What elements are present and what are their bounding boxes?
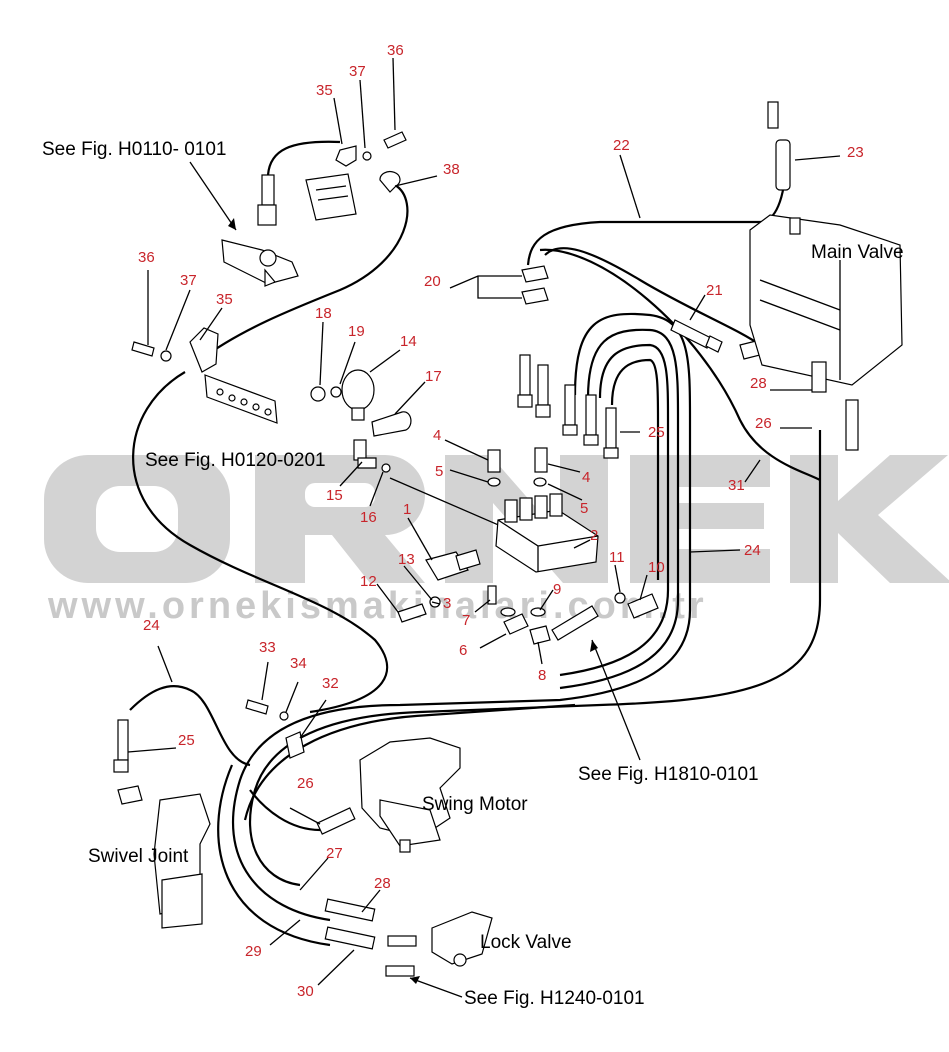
callout-35: 35	[216, 291, 233, 308]
callout-21: 21	[706, 282, 723, 299]
callout-37: 37	[349, 63, 366, 80]
clamp-bracket-top	[305, 131, 407, 221]
callout-18: 18	[315, 305, 332, 322]
callout-28: 28	[374, 875, 391, 892]
leader-lines	[127, 57, 841, 998]
callout-27: 27	[326, 845, 343, 862]
callout-4: 4	[433, 427, 441, 444]
callout-37: 37	[180, 272, 197, 289]
reference-arrowheads	[228, 218, 598, 984]
callout-11: 11	[609, 549, 625, 566]
lower-hose-fittings	[324, 898, 417, 977]
lock-valve-label: Lock Valve	[480, 932, 572, 953]
swivel-joint-label: Swivel Joint	[88, 846, 189, 867]
callout-25: 25	[648, 424, 665, 441]
callout-25: 25	[178, 732, 195, 749]
callout-23: 23	[847, 144, 864, 161]
clamp-bracket-left	[131, 327, 278, 424]
callout-14: 14	[400, 333, 417, 350]
callout-26: 26	[755, 415, 772, 432]
callout-16: 16	[360, 509, 377, 526]
callout-2: 2	[590, 527, 598, 544]
callout-34: 34	[290, 655, 307, 672]
watermark-url: www.ornekismakinalari.com.tr	[47, 585, 708, 627]
reference-h1240[interactable]: See Fig. H1240-0101	[464, 988, 645, 1009]
solenoid-valve	[425, 549, 481, 581]
hoses	[129, 140, 822, 947]
mounting-clip	[371, 411, 412, 437]
callout-4: 4	[582, 469, 590, 486]
elbow-fitting-15	[353, 439, 391, 473]
accumulator	[310, 369, 375, 421]
callout-5: 5	[580, 500, 588, 517]
reference-h0110[interactable]: See Fig. H0110- 0101	[42, 139, 227, 160]
swing-motor-label: Swing Motor	[422, 794, 528, 815]
hose-fitting-26-lower	[316, 807, 356, 835]
callout-38: 38	[443, 161, 460, 178]
callout-32: 32	[322, 675, 339, 692]
callout-10: 10	[648, 559, 665, 576]
watermark: www.ornekismakinalari.com.tr	[44, 455, 949, 627]
callout-20: 20	[424, 273, 441, 290]
swivel-joint-body	[113, 719, 211, 929]
main-valve-body	[749, 214, 903, 451]
callout-29: 29	[245, 943, 262, 960]
callout-15: 15	[326, 487, 343, 504]
callout-19: 19	[348, 323, 365, 340]
callout-28: 28	[750, 375, 767, 392]
callout-24: 24	[744, 542, 761, 559]
callout-1: 1	[403, 501, 411, 518]
callout-17: 17	[425, 368, 442, 385]
swing-motor-body	[359, 737, 461, 853]
callout-numbers: 36 37 35 38 36 37 35 22 23 20 21 18 19 1…	[138, 42, 864, 1000]
hose-23	[767, 101, 791, 191]
callout-31: 31	[728, 477, 745, 494]
watermark-logo-letters	[44, 455, 949, 583]
reference-h0120[interactable]: See Fig. H0120-0201	[145, 450, 326, 471]
callout-22: 22	[613, 137, 630, 154]
callout-9: 9	[553, 581, 561, 598]
hose-end-fittings	[517, 265, 619, 459]
callout-30: 30	[297, 983, 314, 1000]
callout-35: 35	[316, 82, 333, 99]
reference-h1810[interactable]: See Fig. H1810-0101	[578, 764, 759, 785]
callout-26: 26	[297, 775, 314, 792]
clamp-32	[245, 699, 305, 759]
callout-12: 12	[360, 573, 377, 590]
main-valve-label: Main Valve	[811, 242, 904, 263]
callout-24: 24	[143, 617, 160, 634]
small-fittings	[397, 447, 659, 645]
callout-5: 5	[435, 463, 443, 480]
callout-33: 33	[259, 639, 276, 656]
component-labels: Main Valve Swing Motor Swivel Joint Lock…	[42, 139, 904, 1009]
callout-7: 7	[462, 612, 470, 629]
pressure-fitting-top	[221, 174, 299, 287]
callout-13: 13	[398, 551, 415, 568]
callout-8: 8	[538, 667, 546, 684]
lock-valve-body	[431, 911, 493, 967]
callout-36: 36	[387, 42, 404, 59]
manifold-block	[495, 493, 599, 573]
callout-3: 3	[443, 595, 451, 612]
callout-6: 6	[459, 642, 467, 659]
callout-36: 36	[138, 249, 155, 266]
hose-fitting-21	[670, 319, 761, 360]
